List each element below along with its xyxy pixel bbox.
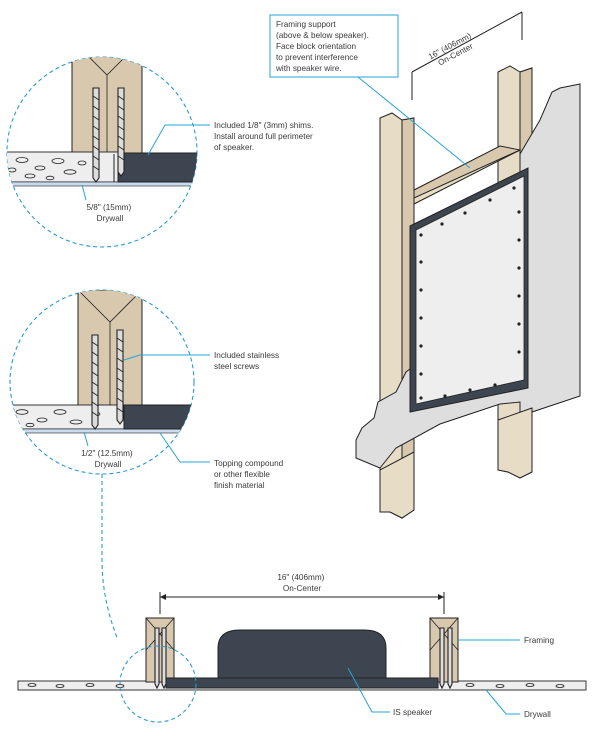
drywall-58-leader <box>81 184 87 201</box>
detail-circle-58-drywall <box>6 56 198 248</box>
drywall-12-label: 1/2" (12.5mm) Drywall <box>81 449 135 469</box>
is-speaker-label: IS speaker <box>393 708 432 717</box>
spacing-bottom-label: 16" (406mm) On-Center <box>277 573 326 593</box>
drywall-leader <box>485 689 520 715</box>
detail-connector <box>101 474 119 641</box>
is-speaker-leader <box>347 667 390 713</box>
framing-support-leader <box>357 76 471 169</box>
topping-label: Topping compound or other flexible finis… <box>214 459 285 490</box>
framing-support-callout-box <box>269 14 399 78</box>
spacing-dimension-top <box>411 11 523 73</box>
screws-label: Included stainless steel screws <box>214 351 281 371</box>
speaker-edge <box>123 404 194 430</box>
speaker-body <box>217 629 387 679</box>
speaker-flange <box>165 677 439 689</box>
drywall-section <box>10 404 125 430</box>
framing-support-label: Framing support (above & below speaker).… <box>275 20 371 73</box>
drywall-12-leader <box>83 431 89 447</box>
framing-label: Framing <box>524 636 554 645</box>
drywall-58-label: 5/8" (15mm) Drywall <box>86 203 133 223</box>
detail-circle-12-drywall <box>9 289 195 475</box>
bottom-detail-circle <box>119 645 197 723</box>
speaker-edge <box>117 152 197 183</box>
shims-label: Included 1/8" (3mm) shims. Install aroun… <box>214 121 316 152</box>
shims-leader <box>147 124 210 156</box>
detail-circle-outline <box>9 289 195 475</box>
screws-leader <box>123 354 210 361</box>
screw-dots <box>419 186 521 400</box>
topping-leader <box>159 432 210 463</box>
plan-section <box>17 592 587 723</box>
drywall-label: Drywall <box>524 710 551 719</box>
screw-pair-a <box>92 87 125 183</box>
isometric-wall <box>355 11 581 519</box>
left-framing-stud <box>145 617 175 683</box>
spacing-top-label: 16" (406mm) On-Center <box>427 30 479 70</box>
drywall-section <box>7 151 119 183</box>
screw-pair-b <box>91 329 124 430</box>
